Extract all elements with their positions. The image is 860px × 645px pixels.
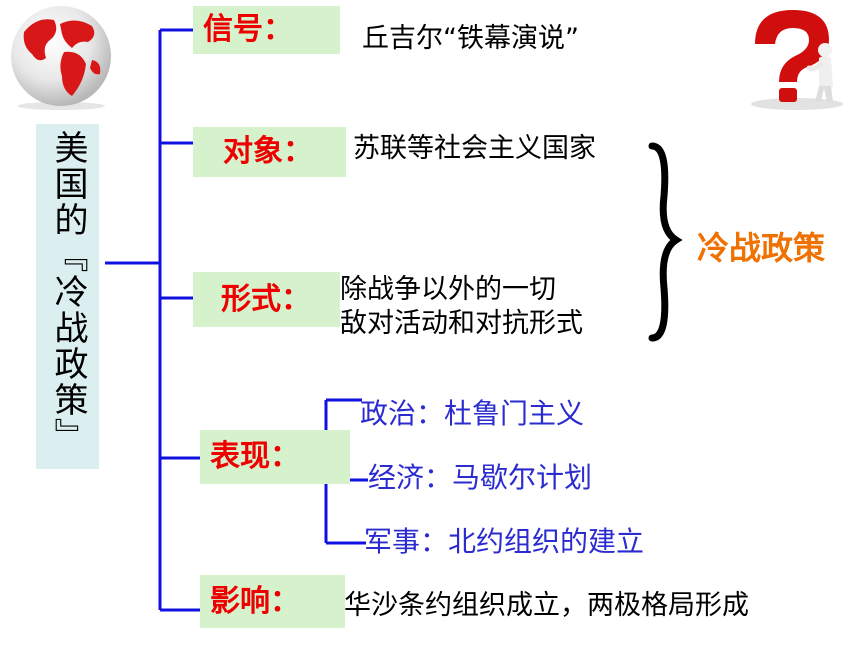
title-box: 美国的『冷战政策』: [36, 124, 99, 469]
manifestation-military: 军事：北约组织的建立: [364, 525, 645, 558]
globe-icon: [11, 6, 111, 110]
diagram-title: 美国的『冷战政策』: [48, 130, 88, 454]
manifestation-economic: 经济：马歇尔计划: [368, 461, 593, 494]
category-signal: 信号：: [193, 6, 340, 54]
category-manifestation: 表现：: [200, 430, 350, 484]
category-target: 对象：: [193, 127, 346, 177]
form-text: 除战争以外的一切 敌对活动和对抗形式: [340, 273, 583, 341]
question-mark-icon: [751, 10, 843, 110]
brace-result-label: 冷战政策: [697, 229, 826, 267]
category-form: 形式：: [193, 272, 340, 327]
target-text: 苏联等社会主义国家: [353, 133, 596, 164]
signal-text: 丘吉尔“铁幕演说”: [362, 23, 579, 54]
impact-text: 华沙条约组织成立，两极格局形成: [344, 590, 749, 621]
manifestation-political: 政治：杜鲁门主义: [360, 397, 585, 430]
right-brace: [648, 142, 683, 342]
form-text-line-1: 除战争以外的一切: [340, 274, 556, 305]
form-text-line-2: 敌对活动和对抗形式: [340, 307, 583, 339]
category-impact: 影响：: [200, 575, 345, 628]
